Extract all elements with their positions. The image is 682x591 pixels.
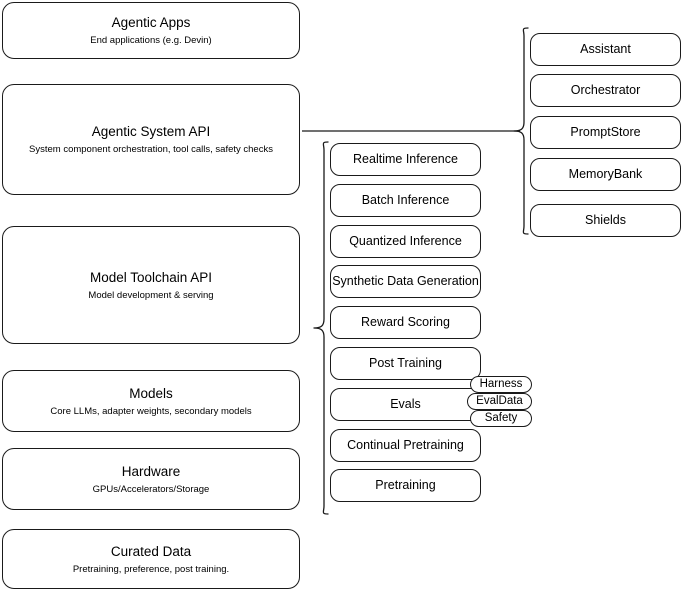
component-label: Evals — [390, 397, 421, 411]
agentic-components-brace — [512, 26, 530, 238]
layer-title: Agentic System API — [91, 124, 211, 139]
layer-title: Curated Data — [110, 543, 192, 559]
component-orchestrator[interactable]: Orchestrator — [530, 74, 681, 107]
component-assistant[interactable]: Assistant — [530, 33, 681, 66]
component-pretraining[interactable]: Pretraining — [330, 469, 481, 502]
component-label: Realtime Inference — [353, 152, 458, 166]
component-continual-pretraining[interactable]: Continual Pretraining — [330, 429, 481, 462]
pill-label: EvalData — [476, 395, 523, 407]
component-label: Orchestrator — [570, 83, 641, 97]
eval-subcomponent-safety[interactable]: Safety — [470, 410, 532, 427]
component-batch-inference[interactable]: Batch Inference — [330, 184, 481, 217]
pill-label: Harness — [479, 378, 523, 390]
component-quantized-inference[interactable]: Quantized Inference — [330, 225, 481, 258]
layer-subtitle: GPUs/Accelerators/Storage — [92, 483, 210, 495]
component-label: Quantized Inference — [349, 234, 462, 248]
layer-title: Hardware — [121, 463, 181, 479]
component-label: Pretraining — [375, 478, 436, 492]
component-synthetic-data-generation[interactable]: Synthetic Data Generation — [330, 265, 481, 298]
layer-curated-data[interactable]: Curated Data Pretraining, preference, po… — [2, 529, 300, 589]
component-label: Assistant — [580, 42, 631, 56]
layer-hardware[interactable]: Hardware GPUs/Accelerators/Storage — [2, 448, 300, 510]
component-reward-scoring[interactable]: Reward Scoring — [330, 306, 481, 339]
component-label: Reward Scoring — [361, 315, 450, 329]
pill-label: Safety — [484, 412, 518, 424]
component-shields[interactable]: Shields — [530, 204, 681, 237]
component-promptstore[interactable]: PromptStore — [530, 116, 681, 149]
layer-title: Model Toolchain API — [89, 269, 213, 285]
component-label: MemoryBank — [568, 167, 643, 181]
layer-subtitle: System component orchestration, tool cal… — [29, 144, 273, 155]
component-label: Continual Pretraining — [347, 438, 464, 452]
component-realtime-inference[interactable]: Realtime Inference — [330, 143, 481, 176]
component-label: Batch Inference — [361, 193, 450, 207]
layer-title: Agentic Apps — [111, 15, 191, 30]
component-label: Synthetic Data Generation — [332, 274, 479, 288]
layer-title: Models — [129, 385, 173, 401]
layer-model-toolchain-api[interactable]: Model Toolchain API Model development & … — [2, 226, 300, 344]
component-label: PromptStore — [570, 125, 641, 139]
eval-subcomponent-harness[interactable]: Harness — [470, 376, 532, 393]
component-label: Shields — [585, 213, 626, 227]
component-evals[interactable]: Evals — [330, 388, 481, 421]
layer-subtitle: Model development & serving — [88, 289, 214, 301]
toolchain-components-brace — [312, 140, 330, 518]
agentic-api-connector-line — [300, 124, 522, 138]
component-post-training[interactable]: Post Training — [330, 347, 481, 380]
layer-models[interactable]: Models Core LLMs, adapter weights, secon… — [2, 370, 300, 432]
layer-subtitle: End applications (e.g. Devin) — [90, 35, 212, 46]
component-memorybank[interactable]: MemoryBank — [530, 158, 681, 191]
layer-agentic-apps[interactable]: Agentic Apps End applications (e.g. Devi… — [2, 2, 300, 59]
layer-subtitle: Core LLMs, adapter weights, secondary mo… — [50, 405, 252, 417]
eval-subcomponent-evaldata[interactable]: EvalData — [467, 393, 532, 410]
layer-agentic-system-api[interactable]: Agentic System API System component orch… — [2, 84, 300, 195]
component-label: Post Training — [369, 356, 442, 370]
layer-subtitle: Pretraining, preference, post training. — [72, 563, 230, 575]
